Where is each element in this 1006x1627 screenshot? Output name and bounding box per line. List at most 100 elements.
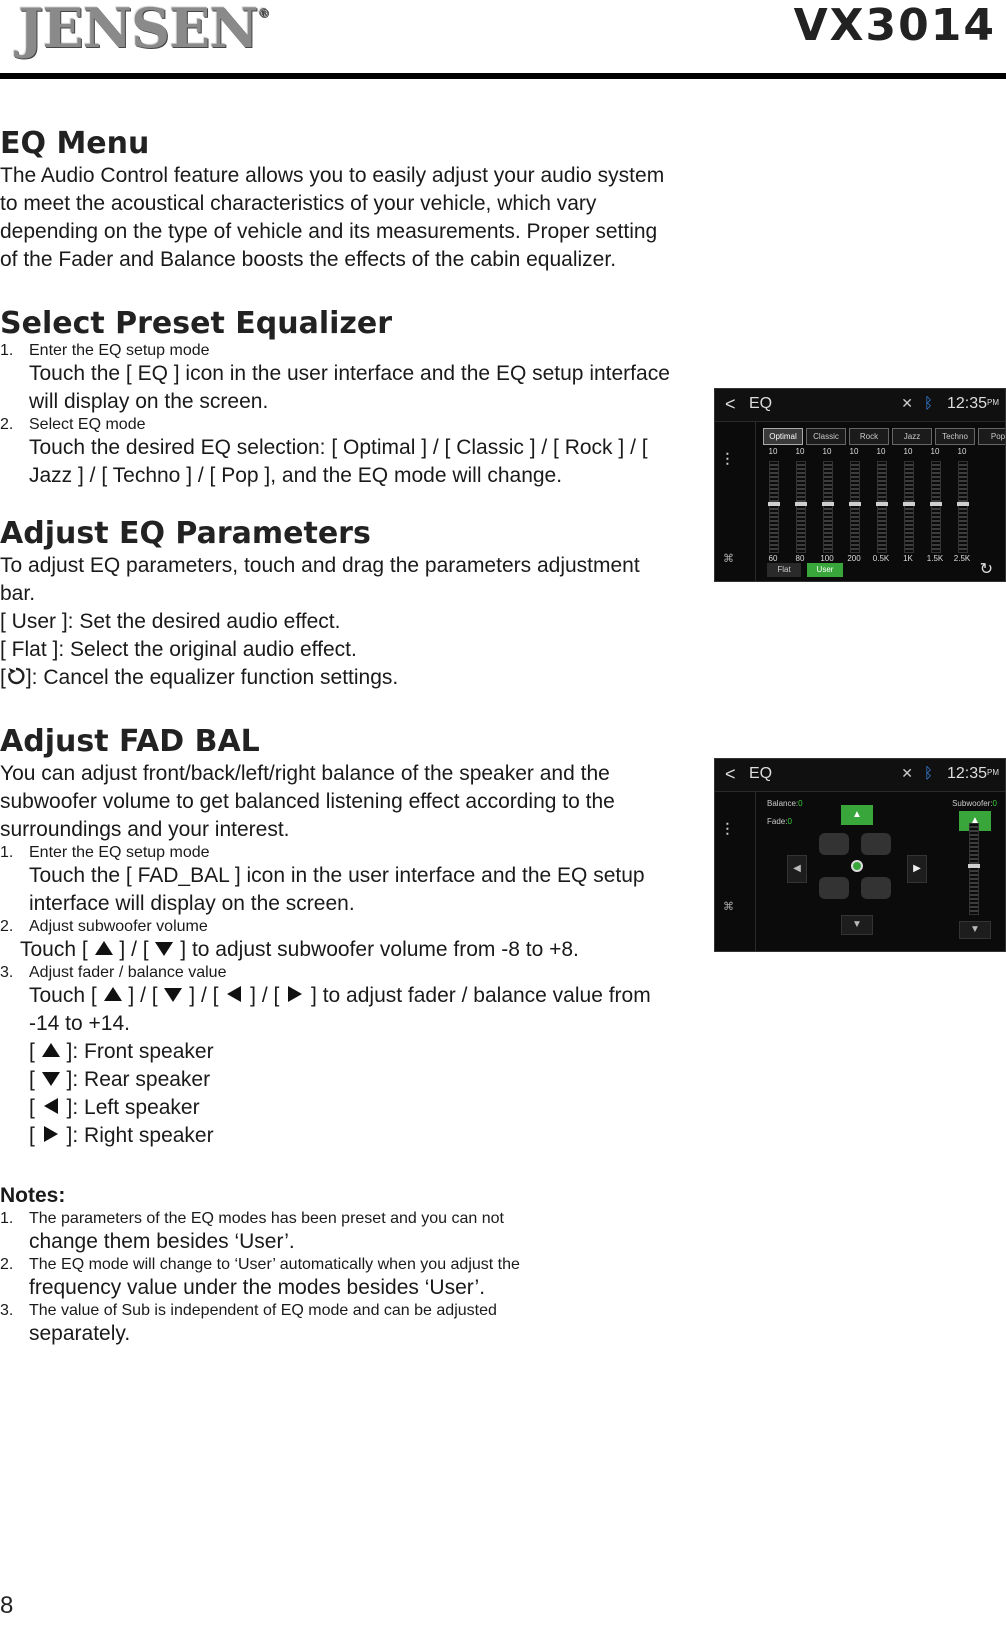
fad-bal-icon[interactable]: ⌘ <box>723 553 734 565</box>
adjust-eq-line: bar. <box>0 582 36 605</box>
eq-band-frequency: 60 <box>768 554 778 563</box>
bluetooth-icon: ᛒ <box>923 765 933 782</box>
down-arrow-icon <box>155 942 174 957</box>
tab-optimal[interactable]: Optimal <box>763 428 803 445</box>
subwoofer-slider[interactable] <box>968 823 980 915</box>
left-arrow-icon <box>43 1098 58 1115</box>
model-number: VX3014 <box>793 0 996 51</box>
seat-front-right <box>861 833 891 855</box>
eq-band-value: 10 <box>930 447 940 456</box>
eq-sidebar: ⫶ ⌘ <box>715 422 756 581</box>
eq-menu-line: depending on the type of vehicle and its… <box>0 220 658 243</box>
eq-band-knob[interactable] <box>795 502 807 506</box>
note-2: 2.The EQ mode will change to ‘User’ auto… <box>0 1256 520 1273</box>
mute-icon: ✕ <box>901 395 913 411</box>
reset-icon[interactable]: ↻ <box>979 561 993 578</box>
eq-band-frequency: 100 <box>820 554 834 563</box>
eq-band-slider[interactable] <box>795 461 807 553</box>
front-speaker-desc: [ ]: Front speaker <box>29 1040 214 1063</box>
section-title-fad-bal: Adjust FAD BAL <box>0 724 260 759</box>
eq-band-knob[interactable] <box>930 502 942 506</box>
eq-band-value: 10 <box>768 447 778 456</box>
tab-rock[interactable]: Rock <box>849 428 889 445</box>
eq-band-slider[interactable] <box>903 461 915 553</box>
eq-menu-line: of the Fader and Balance boosts the effe… <box>0 248 617 271</box>
back-icon[interactable]: < <box>725 394 736 414</box>
note-2-text: frequency value under the modes besides … <box>29 1276 486 1299</box>
note-1-text: change them besides ‘User’. <box>29 1230 295 1253</box>
eq-sliders-icon[interactable]: ⫶ <box>725 450 730 470</box>
brand-logo: JENSEN® <box>18 0 270 60</box>
eq-band-value: 10 <box>957 447 967 456</box>
eq-band-slider[interactable] <box>768 461 780 553</box>
clock: 12:35 <box>946 765 987 782</box>
fader-balance-point[interactable] <box>851 860 863 872</box>
fade-up-button[interactable]: ▲ <box>841 805 873 825</box>
down-arrow-icon <box>164 988 183 1003</box>
tab-pop[interactable]: Pop <box>978 428 1005 445</box>
notes-title: Notes: <box>0 1184 66 1207</box>
note-1: 1.The parameters of the EQ modes has bee… <box>0 1210 504 1227</box>
balance-readout: Balance:0 <box>767 799 803 808</box>
preset-step-1: 1.Enter the EQ setup mode <box>0 342 210 359</box>
eq-band-frequency: 80 <box>795 554 805 563</box>
eq-band-value: 10 <box>876 447 886 456</box>
page-number: 8 <box>0 1592 14 1619</box>
fad-step-1: 1.Enter the EQ setup mode <box>0 844 210 861</box>
user-button[interactable]: User <box>807 563 843 577</box>
seat-front-left <box>819 833 849 855</box>
page-header: JENSEN® VX3014 <box>0 0 1006 80</box>
eq-band-knob[interactable] <box>849 502 861 506</box>
eq-preset-tabs: Optimal Classic Rock Jazz Techno Pop <box>763 428 1005 445</box>
user-desc: [ User ]: Set the desired audio effect. <box>0 610 341 633</box>
eq-band-slider[interactable] <box>849 461 861 553</box>
fad-screen-title: EQ <box>749 765 773 782</box>
eq-band-slider[interactable] <box>876 461 888 553</box>
eq-sliders-icon[interactable]: ⫶ <box>725 820 730 840</box>
back-icon[interactable]: < <box>725 764 736 784</box>
eq-band-slider[interactable] <box>930 461 942 553</box>
preset-step-2: 2.Select EQ mode <box>0 416 146 433</box>
right-speaker-desc: [ ]: Right speaker <box>29 1124 214 1147</box>
subwoofer-down-button[interactable]: ▼ <box>959 921 991 939</box>
eq-band-slider[interactable] <box>822 461 834 553</box>
eq-band-knob[interactable] <box>903 502 915 506</box>
balance-right-button[interactable]: ▶ <box>907 855 927 883</box>
fad-step-1-text: Touch the [ FAD_BAL ] icon in the user i… <box>29 864 645 887</box>
up-arrow-icon <box>94 941 113 956</box>
subwoofer-up-button[interactable]: ▲ <box>959 811 991 831</box>
up-arrow-icon <box>103 987 122 1002</box>
preset-step-2-text: Touch the desired EQ selection: [ Optima… <box>29 436 648 459</box>
note-3: 3.The value of Sub is independent of EQ … <box>0 1302 497 1319</box>
eq-band-knob[interactable] <box>822 502 834 506</box>
eq-band-knob[interactable] <box>768 502 780 506</box>
tab-classic[interactable]: Classic <box>806 428 846 445</box>
fad-step-2-text: Touch [ ] / [ ] to adjust subwoofer volu… <box>20 938 579 961</box>
left-speaker-desc: [ ]: Left speaker <box>29 1096 200 1119</box>
fad-bal-screen-image: < EQ ✕ ᛒ 12:35 PM ⫶ ⌘ Balance:0 Fade:0 S… <box>714 758 1006 952</box>
fad-bal-line: You can adjust front/back/left/right bal… <box>0 762 610 785</box>
eq-band-knob[interactable] <box>876 502 888 506</box>
fad-sidebar: ⫶ ⌘ <box>715 792 756 951</box>
eq-band-slider[interactable] <box>957 461 969 553</box>
balance-left-button[interactable]: ◀ <box>787 855 807 883</box>
eq-screen-title: EQ <box>749 395 773 412</box>
eq-band-knob[interactable] <box>957 502 969 506</box>
tab-techno[interactable]: Techno <box>935 428 975 445</box>
eq-band-value: 10 <box>822 447 832 456</box>
clock: 12:35 <box>946 395 987 412</box>
down-arrow-icon <box>41 1072 60 1087</box>
tab-jazz[interactable]: Jazz <box>892 428 932 445</box>
seat-rear-right <box>861 877 891 899</box>
eq-screen-titlebar: < EQ ✕ ᛒ 12:35 PM <box>715 389 1005 422</box>
fad-bal-line: subwoofer volume to get balanced listeni… <box>0 790 615 813</box>
fad-bal-icon[interactable]: ⌘ <box>723 901 734 913</box>
eq-band-frequency: 1.5K <box>926 554 944 563</box>
flat-button[interactable]: Flat <box>767 563 801 577</box>
fade-down-button[interactable]: ▼ <box>841 915 873 935</box>
seat-rear-left <box>819 877 849 899</box>
fade-readout: Fade:0 <box>767 817 792 826</box>
flat-desc: [ Flat ]: Select the original audio effe… <box>0 638 357 661</box>
right-arrow-icon <box>43 1126 58 1143</box>
eq-band-value: 10 <box>903 447 913 456</box>
